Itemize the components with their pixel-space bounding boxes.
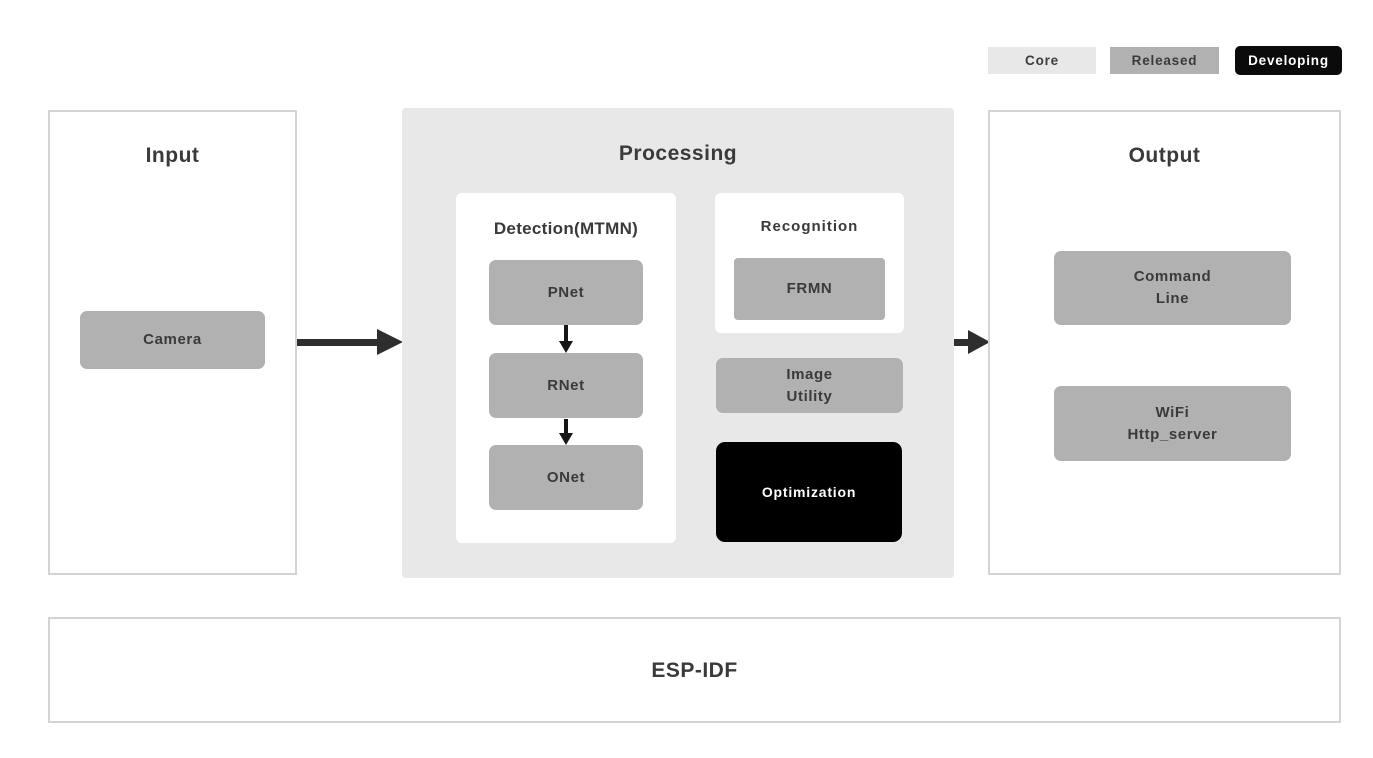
block-pnet: PNet — [489, 260, 643, 325]
arrow-processing-to-output-icon — [954, 330, 990, 354]
legend-label-developing: Developing — [1248, 53, 1329, 68]
arrow-head-icon — [377, 329, 403, 355]
block-onet: ONet — [489, 445, 643, 510]
card-detection: Detection(MTMN) PNet RNet ONet — [456, 193, 676, 543]
block-image-utility: Image Utility — [716, 358, 903, 413]
panel-input-title: Input — [145, 144, 200, 167]
legend-label-core: Core — [1025, 53, 1059, 68]
legend-label-released: Released — [1131, 53, 1198, 68]
block-rnet: RNet — [489, 353, 643, 418]
panel-esp-idf-title: ESP-IDF — [651, 659, 738, 682]
panel-output: Output Command Line WiFi Http_server — [988, 110, 1341, 575]
card-detection-title: Detection(MTMN) — [493, 219, 639, 238]
arrow-input-to-processing-icon — [297, 329, 403, 355]
arrow-shaft — [564, 419, 568, 434]
arrow-pnet-to-rnet-icon — [559, 325, 573, 353]
arrow-shaft — [564, 325, 568, 342]
arrow-shaft — [954, 339, 970, 346]
legend-item-developing: Developing — [1235, 46, 1342, 75]
panel-processing: Processing Detection(MTMN) PNet RNet ONe… — [402, 108, 954, 578]
panel-esp-idf: ESP-IDF — [48, 617, 1341, 723]
block-command-line: Command Line — [1054, 251, 1291, 325]
block-wifi-http-server: WiFi Http_server — [1054, 386, 1291, 461]
block-frmn: FRMN — [734, 258, 885, 320]
arrow-head-icon — [559, 341, 573, 353]
legend-item-core: Core — [988, 47, 1096, 74]
block-camera: Camera — [80, 311, 265, 369]
block-optimization: Optimization — [716, 442, 902, 542]
panel-output-title: Output — [1128, 144, 1201, 167]
arrow-rnet-to-onet-icon — [559, 419, 573, 445]
arrow-head-icon — [559, 433, 573, 445]
arrow-head-icon — [968, 330, 990, 354]
panel-processing-title: Processing — [618, 142, 738, 165]
panel-input: Input Camera — [48, 110, 297, 575]
arrow-shaft — [297, 339, 381, 346]
legend-item-released: Released — [1110, 47, 1219, 74]
card-recognition: Recognition FRMN — [715, 193, 904, 333]
card-recognition-title: Recognition — [760, 218, 859, 235]
